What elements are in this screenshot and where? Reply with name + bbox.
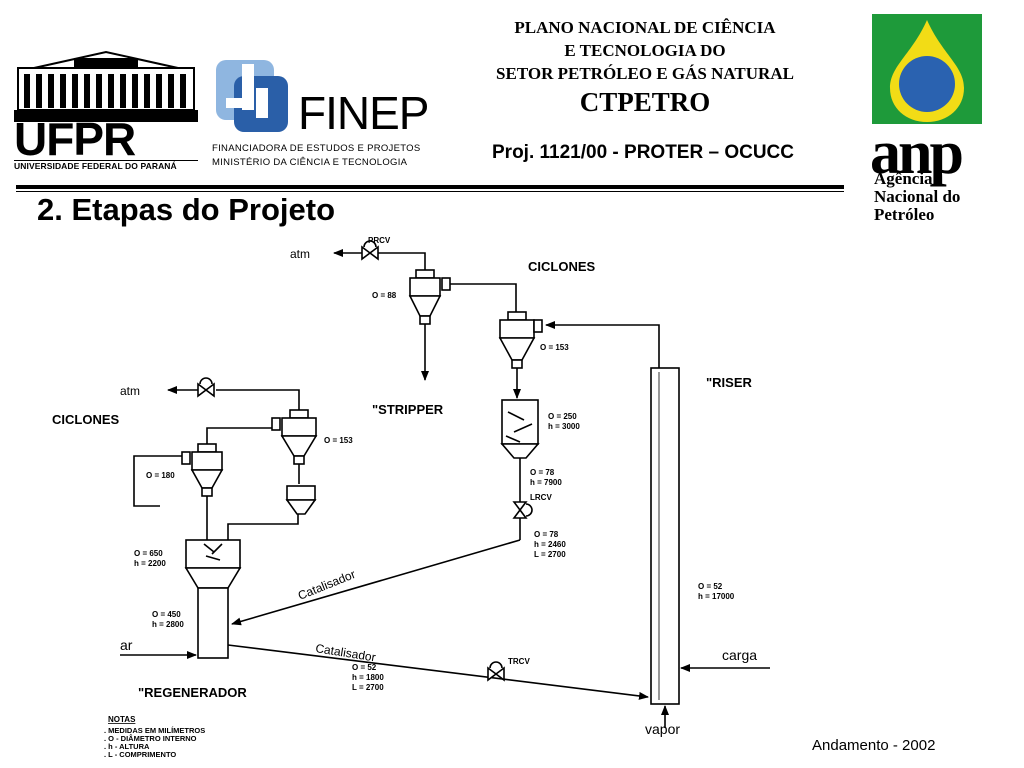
label-stripper-d: O = 250 bbox=[548, 412, 577, 421]
label-regen-bot-h: h = 2800 bbox=[152, 620, 184, 629]
cyclone-left-1 bbox=[181, 443, 224, 497]
label-prcv: PRCV bbox=[368, 236, 391, 245]
anp-sub-2: Nacional do bbox=[874, 187, 961, 206]
label-ar: ar bbox=[120, 637, 133, 653]
project-id: Proj. 1121/00 - PROTER – OCUCC bbox=[492, 142, 794, 163]
trcv-valve bbox=[487, 661, 505, 682]
label-pipe2-h: h = 2460 bbox=[534, 540, 566, 549]
title-line-3: SETOR PETRÓLEO E GÁS NATURAL bbox=[496, 64, 794, 83]
fines-hopper bbox=[285, 485, 317, 515]
label-d153-left: O = 153 bbox=[324, 436, 353, 445]
label-regenerador: "REGENERADOR bbox=[138, 685, 247, 700]
cyclone-left1-inlet-loop bbox=[133, 455, 182, 507]
left-vent-valve bbox=[197, 377, 215, 398]
program-name: CTPETRO bbox=[579, 87, 711, 117]
title-line-1: PLANO NACIONAL DE CIÊNCIA bbox=[514, 18, 776, 37]
finep-subtitle-1: FINANCIADORA DE ESTUDOS E PROJETOS bbox=[212, 143, 421, 154]
anp-name: anp bbox=[870, 119, 964, 187]
regen-outlet-line bbox=[227, 512, 299, 540]
finep-emblem-icon bbox=[216, 60, 288, 132]
label-line-h: h = 1800 bbox=[352, 673, 384, 682]
label-ciclones-left: CICLONES bbox=[52, 412, 120, 427]
label-stripper-h: h = 3000 bbox=[548, 422, 580, 431]
building-icon bbox=[14, 50, 198, 122]
notes-line-3: . h - ALTURA bbox=[104, 742, 150, 751]
prcv-valve bbox=[361, 240, 379, 261]
label-pipe1-h: h = 7900 bbox=[530, 478, 562, 487]
title-line-2: E TECNOLOGIA DO bbox=[564, 41, 726, 60]
label-d88: O = 88 bbox=[372, 291, 397, 300]
stripper-vessel bbox=[500, 399, 540, 459]
ufpr-name: UFPR bbox=[14, 113, 136, 165]
label-riser: "RISER bbox=[706, 375, 753, 390]
anp-logo: anp Agência Nacional do Petróleo bbox=[870, 14, 1010, 229]
cyclone-left1-gas-line bbox=[206, 424, 277, 444]
header-rule-thin bbox=[16, 191, 844, 192]
plan-title: PLANO NACIONAL DE CIÊNCIA E TECNOLOGIA D… bbox=[440, 16, 850, 119]
label-ciclones-top: CICLONES bbox=[528, 259, 596, 274]
label-regen-bot-d: O = 450 bbox=[152, 610, 181, 619]
label-regen-top-d: O = 650 bbox=[134, 549, 163, 558]
catalyst-lower-line bbox=[227, 644, 649, 700]
cyclone-top-2 bbox=[498, 311, 543, 369]
header-rule-thick bbox=[16, 185, 844, 189]
label-d180: O = 180 bbox=[146, 471, 175, 480]
label-lrcv: LRCV bbox=[530, 493, 552, 502]
notes-line-4: . L - COMPRIMENTO bbox=[104, 750, 176, 759]
cyclone-left-2 bbox=[271, 409, 318, 465]
notes-title: NOTAS bbox=[108, 715, 136, 724]
riser-column bbox=[650, 367, 680, 705]
label-catalisador-upper: Catalisador bbox=[296, 567, 358, 603]
notes-line-2: . O - DIÂMETRO INTERNO bbox=[104, 734, 197, 743]
label-trcv: TRCV bbox=[508, 657, 530, 666]
label-catalisador-lower: Catalisador bbox=[315, 641, 377, 664]
anp-sub-3: Petróleo bbox=[874, 205, 935, 224]
ufpr-subtitle: UNIVERSIDADE FEDERAL DO PARANÁ bbox=[14, 160, 198, 171]
cyclone-top-1 bbox=[408, 269, 451, 325]
footer-status: Andamento - 2002 bbox=[812, 737, 936, 754]
notes-line-1: . MEDIDAS EM MILÍMETROS bbox=[104, 726, 205, 735]
label-pipe1-d: O = 78 bbox=[530, 468, 555, 477]
label-line-d: O = 52 bbox=[352, 663, 377, 672]
lrcv-valve bbox=[512, 501, 533, 519]
label-d153-right: O = 153 bbox=[540, 343, 569, 352]
label-vapor: vapor bbox=[645, 721, 680, 737]
label-atm-left: atm bbox=[120, 384, 140, 398]
riser-outlet-line bbox=[545, 321, 660, 368]
regenerator-vessel bbox=[184, 539, 242, 659]
label-riser-h: h = 17000 bbox=[698, 592, 735, 601]
anp-flag-drop-icon bbox=[872, 14, 982, 124]
cyclone-left2-gas-line bbox=[216, 389, 300, 410]
label-carga: carga bbox=[722, 647, 757, 663]
finep-logo: FINEP FINANCIADORA DE ESTUDOS E PROJETOS… bbox=[212, 58, 429, 176]
label-riser-d: O = 52 bbox=[698, 582, 723, 591]
anp-sub-1: Agência bbox=[874, 169, 933, 188]
label-regen-top-h: h = 2200 bbox=[134, 559, 166, 568]
ufpr-logo: UFPR UNIVERSIDADE FEDERAL DO PARANÁ bbox=[14, 50, 198, 172]
catalyst-upper-line bbox=[231, 539, 521, 626]
label-atm-top: atm bbox=[290, 247, 310, 261]
label-stripper: "STRIPPER bbox=[372, 402, 444, 417]
label-pipe2-d: O = 78 bbox=[534, 530, 559, 539]
cyclone2-to-cyclone1-line bbox=[450, 283, 517, 320]
label-pipe2-l: L = 2700 bbox=[534, 550, 566, 559]
section-title: 2. Etapas do Projeto bbox=[37, 192, 336, 227]
cyclone1-gas-line bbox=[378, 252, 426, 270]
finep-name: FINEP bbox=[298, 87, 429, 139]
finep-subtitle-2: MINISTÉRIO DA CIÊNCIA E TECNOLOGIA bbox=[212, 157, 408, 168]
label-line-l: L = 2700 bbox=[352, 683, 384, 692]
